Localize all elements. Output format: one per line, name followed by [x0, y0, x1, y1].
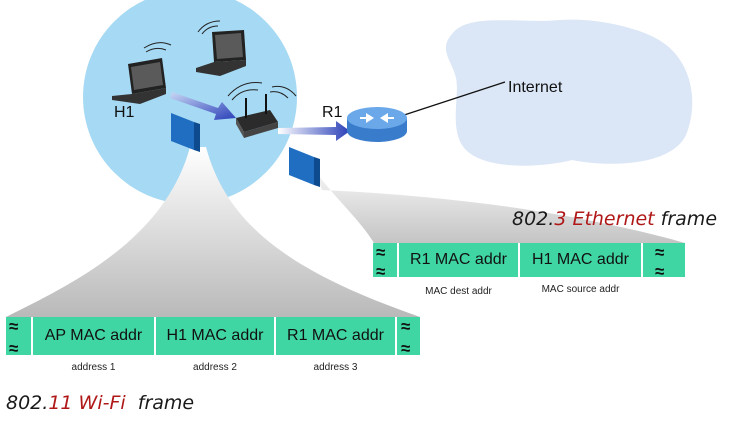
host-h1-label: H1 [114, 104, 135, 121]
ethernet-frame-break-right-top: ≈ [655, 243, 665, 262]
ethernet-frame-title: 802.3 Ethernet frame [512, 208, 717, 230]
wifi-caption-address3: address 3 [313, 362, 358, 373]
wifi-frame-projection [6, 147, 420, 317]
wifi-field-address3: R1 MAC addr [287, 327, 384, 344]
laptop-h1-icon [112, 42, 172, 104]
internet-label: Internet [508, 79, 563, 96]
wifi-frame-symbol [171, 113, 200, 152]
ethernet-title-suffix: frame [654, 208, 718, 230]
ethernet-frame-bar [373, 243, 685, 277]
internet-cloud [445, 19, 693, 166]
wifi-frame-break-right-top: ≈ [401, 317, 411, 336]
wifi-caption-address1: address 1 [71, 362, 116, 373]
wifi-title-highlight: 11 Wi-Fi [48, 392, 126, 414]
wifi-title-prefix: 802. [6, 392, 49, 414]
wifi-caption-address2: address 2 [193, 362, 237, 373]
wifi-frame-title: 802.11 Wi-Fi frame [6, 392, 194, 414]
ethernet-field-source: H1 MAC addr [532, 251, 629, 268]
wifi-title-suffix: frame [125, 392, 195, 414]
ethernet-frame-break-right-bottom: ≈ [655, 262, 665, 281]
ethernet-field-dest: R1 MAC addr [410, 251, 507, 268]
ethernet-caption-source: MAC source addr [541, 284, 620, 295]
access-point-icon [227, 82, 297, 138]
wifi-frame-break-right-bottom: ≈ [401, 339, 411, 358]
ethernet-caption-dest: MAC dest addr [425, 286, 492, 297]
wifi-frame-break-left-bottom: ≈ [9, 339, 19, 358]
host-to-ap-arrow [170, 92, 236, 120]
router-internet-link [394, 81, 506, 119]
router-r1-label: R1 [322, 104, 343, 121]
ethernet-title-prefix: 802. [512, 208, 555, 230]
laptop-2-icon [196, 20, 246, 76]
wifi-field-address2: H1 MAC addr [166, 327, 264, 344]
router-r1-icon [347, 107, 407, 142]
ethernet-title-highlight: 3 Ethernet [554, 208, 655, 230]
wifi-frame-bar [6, 317, 420, 355]
ethernet-frame-symbol [289, 147, 320, 187]
ap-to-router-arrow [278, 121, 350, 141]
wifi-field-address1: AP MAC addr [44, 327, 143, 344]
ethernet-frame-projection [316, 172, 685, 243]
ethernet-frame-break-left-bottom: ≈ [376, 262, 386, 281]
ethernet-frame-break-left-top: ≈ [376, 243, 386, 262]
wifi-frame-break-left-top: ≈ [9, 317, 19, 336]
